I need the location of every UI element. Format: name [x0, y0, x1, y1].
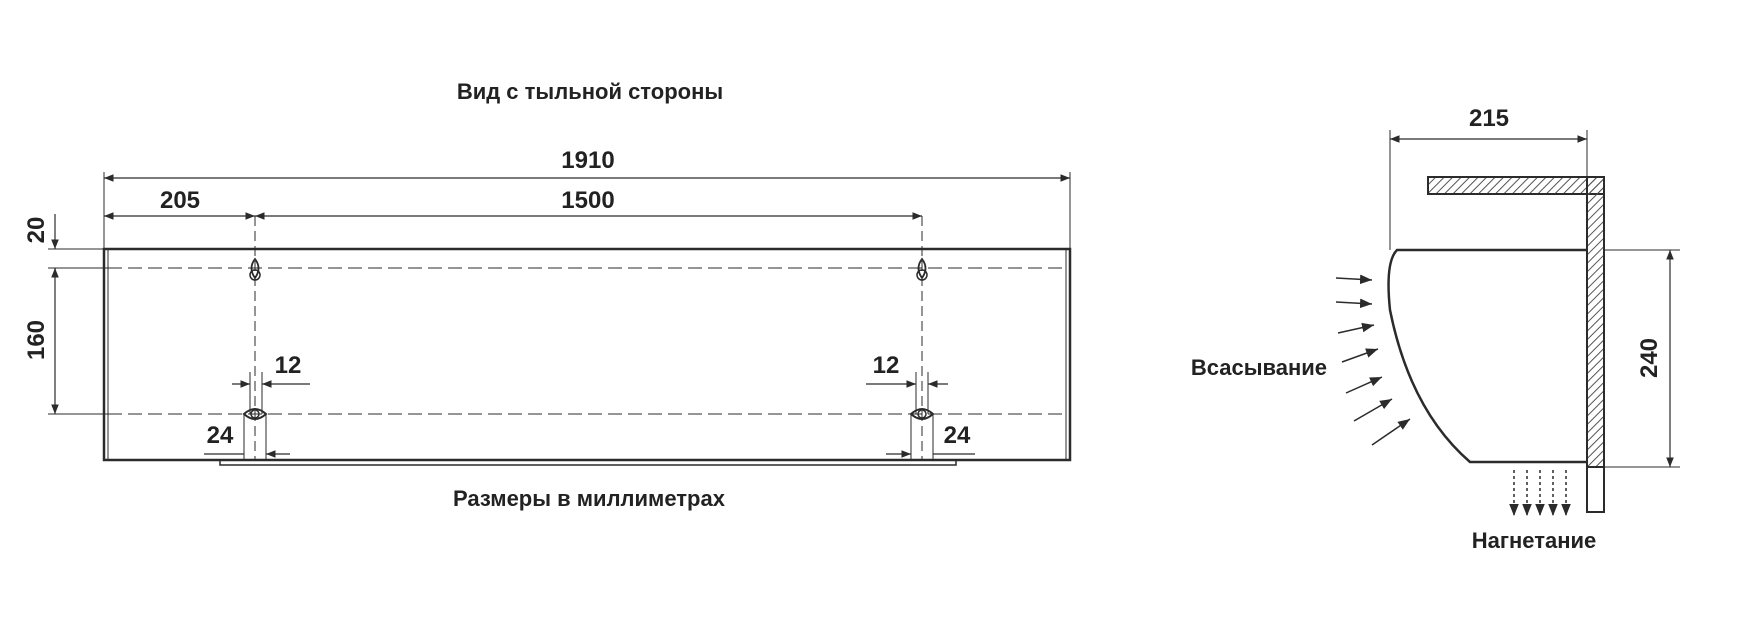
units-note: Размеры в миллиметрах [453, 486, 726, 511]
intake-arrow [1371, 418, 1411, 446]
back-view-title: Вид с тыльной стороны [457, 79, 723, 104]
dim-slot-length-left-label: 24 [207, 422, 234, 449]
back-view [48, 172, 1072, 466]
intake-arrow [1335, 298, 1373, 309]
dim-height: 240 [1636, 338, 1663, 378]
upper-left-hole [249, 257, 261, 281]
bracket-wall-plate [1586, 176, 1605, 468]
dim-total-width: 1910 [561, 147, 614, 174]
discharge-label: Нагнетание [1472, 528, 1597, 553]
intake-arrow [1341, 348, 1379, 363]
intake-label: Всасывание [1191, 355, 1327, 380]
dim-vertical-spacing: 160 [23, 320, 50, 360]
intake-arrows [1335, 274, 1411, 446]
side-view [1335, 130, 1680, 516]
unit-body-outline [102, 247, 1072, 462]
intake-arrow [1335, 274, 1373, 285]
dim-slot-width-right-label: 12 [873, 352, 900, 379]
bracket-top-plate [1427, 176, 1605, 195]
intake-arrow [1345, 376, 1383, 394]
bottom-rail [219, 459, 957, 466]
dim-slot-length-right-label: 24 [944, 422, 971, 449]
dim-slot-width-left-label: 12 [275, 352, 302, 379]
upper-right-hole [916, 257, 928, 281]
dim-depth: 215 [1469, 105, 1509, 132]
dim-top-offset: 20 [23, 217, 50, 244]
bracket-bottom-extension [1586, 466, 1605, 513]
dim-left-offset: 205 [160, 187, 200, 214]
unit-side-profile [1387, 248, 1587, 464]
dim-hole-spacing: 1500 [561, 187, 614, 214]
intake-arrow [1337, 322, 1375, 334]
discharge-arrows [1509, 470, 1571, 516]
intake-arrow [1353, 398, 1393, 422]
